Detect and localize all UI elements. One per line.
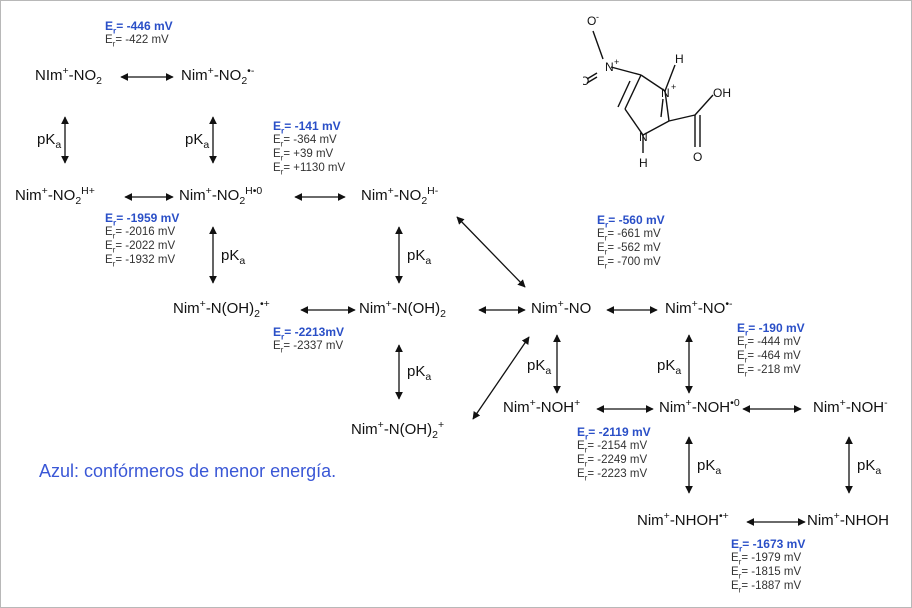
atom-o-top: O bbox=[587, 14, 596, 28]
nitroimidazole-structure: O N O N H N H OH O + - + bbox=[583, 12, 731, 170]
species-11: Nim+-NOH+ bbox=[503, 397, 581, 416]
energy-block-5: Er= -2213mV Er= -2337 mV bbox=[273, 325, 344, 355]
atom-charge-plus-nitro: + bbox=[614, 57, 619, 67]
pka-label: pKa bbox=[185, 131, 210, 151]
arrow-diag2 bbox=[472, 336, 530, 420]
atom-h-bottom: H bbox=[639, 156, 648, 170]
atom-o-carbonyl: O bbox=[693, 150, 702, 164]
species-12: Nim+-NOH•0 bbox=[659, 397, 740, 416]
energy-block-7: Er= -2119 mV Er= -2154 mV Er= -2249 mV E… bbox=[577, 425, 651, 483]
atom-n-ring-top: N bbox=[661, 86, 670, 100]
pka-label: pKa bbox=[527, 357, 552, 377]
atom-n-ring-bottom: N bbox=[639, 130, 648, 144]
pka-label: pKa bbox=[221, 247, 246, 267]
species-14: Nim+-NHOH•+ bbox=[637, 510, 729, 529]
arrow-diag1 bbox=[456, 216, 526, 288]
species-6: Nim+-N(OH)2•+ bbox=[173, 298, 270, 320]
pka-label: pKa bbox=[407, 363, 432, 383]
pka-label: pKa bbox=[697, 457, 722, 477]
atom-charge-plus-ring: + bbox=[671, 82, 676, 92]
species-7: Nim+-N(OH)2 bbox=[359, 298, 446, 320]
species-5: Nim+-NO2H- bbox=[361, 185, 439, 207]
species-9: Nim+-NO•- bbox=[665, 298, 733, 317]
species-10: Nim+-N(OH)2+ bbox=[351, 419, 445, 441]
legend-note: Azul: confórmeros de menor energía. bbox=[39, 461, 337, 481]
pka-label: pKa bbox=[657, 357, 682, 377]
pka-label: pKa bbox=[857, 457, 882, 477]
pka-label: pKa bbox=[407, 247, 432, 267]
species-15: Nim+-NHOH bbox=[807, 510, 889, 529]
atom-o-left: O bbox=[583, 74, 589, 88]
energy-block-2: Er= -141 mV Er= -364 mV Er= +39 mV Er= +… bbox=[273, 119, 346, 177]
energy-block-6: Er= -190 mV Er= -444 mV Er= -464 mV Er= … bbox=[737, 321, 805, 379]
atom-charge-minus: - bbox=[596, 12, 599, 22]
atom-oh: OH bbox=[713, 86, 731, 100]
energy-block-1: Er= -446 mV Er= -422 mV bbox=[105, 19, 173, 49]
atom-n-nitro: N bbox=[605, 60, 614, 74]
species-3: Nim+-NO2H+ bbox=[15, 185, 95, 207]
species-2: Nim+-NO2•- bbox=[181, 65, 255, 87]
pka-label: pKa bbox=[37, 131, 62, 151]
energy-block-3: Er= -1959 mV Er= -2016 mV Er= -2022 mV E… bbox=[105, 211, 180, 269]
species-1: NIm+-NO2 bbox=[35, 65, 102, 87]
species-8: Nim+-NO bbox=[531, 298, 592, 317]
species-4: Nim+-NO2H•0 bbox=[179, 185, 263, 207]
energy-block-8: Er= -1673 mV Er= -1979 mV Er= -1815 mV E… bbox=[731, 537, 806, 595]
energy-block-4: Er= -560 mV Er= -661 mV Er= -562 mV Er= … bbox=[597, 213, 665, 271]
atom-h-top: H bbox=[675, 52, 684, 66]
species-13: Nim+-NOH- bbox=[813, 397, 888, 416]
